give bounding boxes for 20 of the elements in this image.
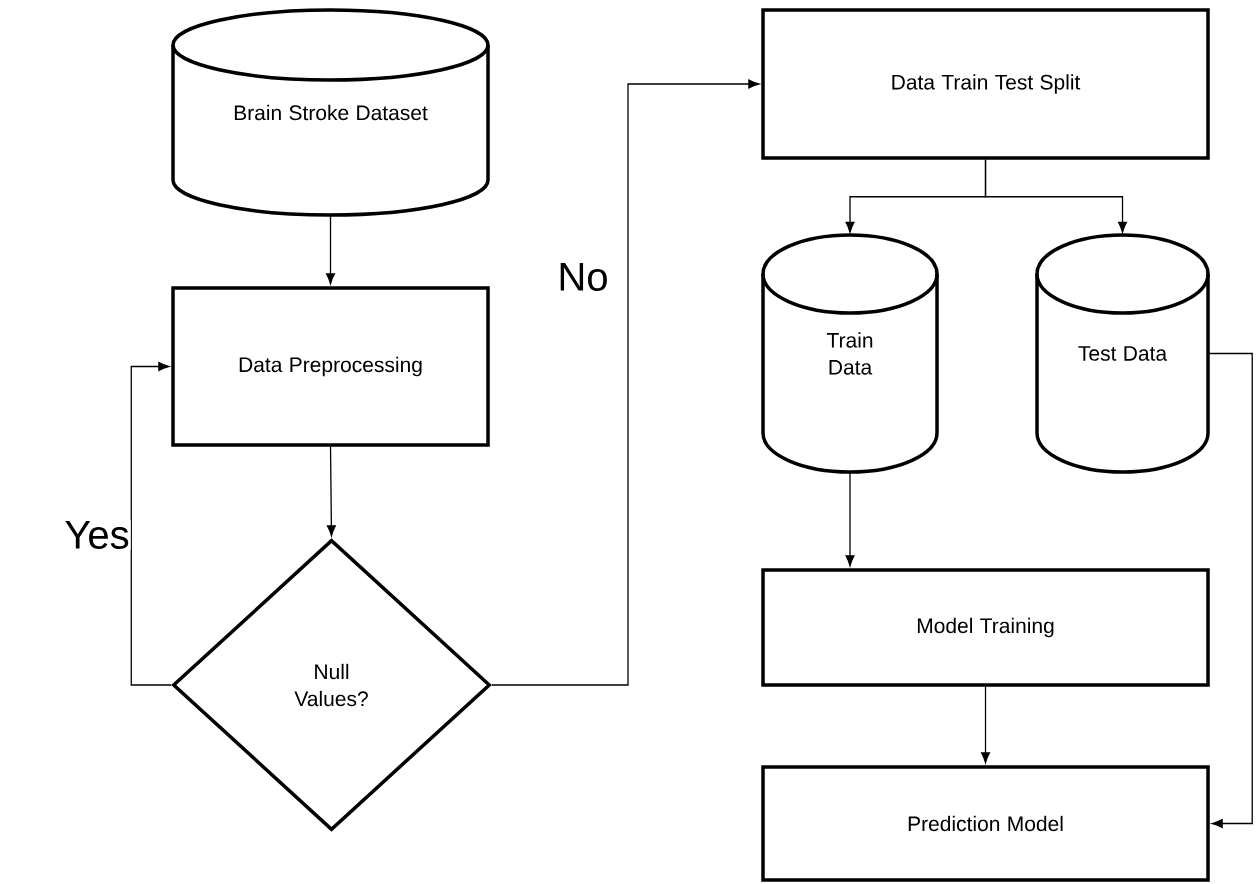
process-box: Data Preprocessing [171, 286, 490, 447]
process-box: Prediction Model [761, 765, 1210, 882]
database-cylinder: Brain Stroke Dataset [171, 8, 490, 217]
arrow [326, 446, 336, 537]
arrow [130, 362, 172, 686]
process-box: Model Training [761, 568, 1210, 687]
arrow [981, 686, 990, 764]
edge-label: Yes [63, 520, 131, 550]
arrow [984, 159, 1127, 233]
database-cylinder: Test Data [1035, 233, 1210, 474]
node-label: Brain Stroke Dataset [234, 104, 428, 121]
node-label: Train Data [826, 332, 873, 375]
arrow [1207, 352, 1253, 828]
arrow [491, 79, 760, 686]
database-cylinder: Train Data [761, 233, 939, 474]
node-label: Test Data [1078, 346, 1168, 361]
edge-label: No [556, 262, 610, 292]
arrow [845, 471, 855, 567]
process-box: Data Train Test Split [761, 8, 1210, 160]
arrow [326, 214, 335, 285]
